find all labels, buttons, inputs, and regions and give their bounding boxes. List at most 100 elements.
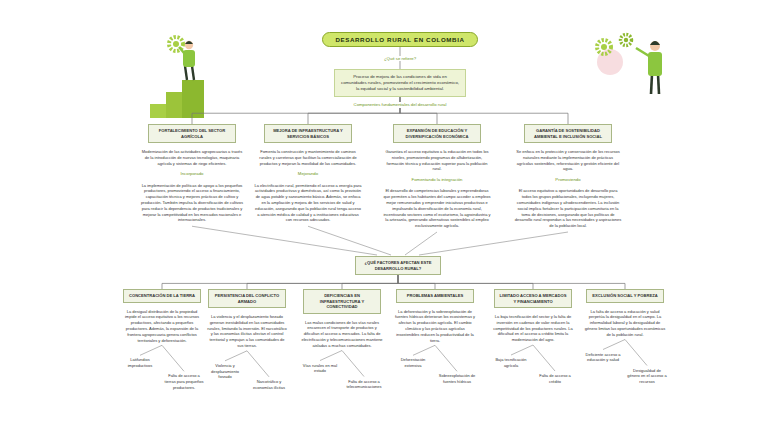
leader-line	[511, 345, 533, 355]
description-text: Fomenta la construcción y mantenimiento …	[255, 149, 361, 166]
node-text: MEJORA DE INFRAESTRUCTURA Y SERVICIOS BÁ…	[269, 128, 347, 139]
person-body	[183, 50, 195, 67]
leader-line	[140, 345, 162, 355]
node-text: FORTALECIMIENTO DEL SECTOR AGRÍCOLA	[153, 128, 231, 139]
connector	[162, 275, 398, 289]
person-leg	[192, 66, 194, 80]
leader-line	[405, 232, 437, 255]
description-text: La falta de acceso a educación y salud p…	[584, 309, 666, 338]
gear-icon	[621, 35, 632, 46]
sub-factor-text: Falta de acceso a crédito	[535, 373, 575, 385]
person-leg	[185, 66, 187, 80]
connector	[247, 275, 398, 289]
factor-box: DEFICIENCIAS EN INFRAESTRUCTURA Y CONECT…	[303, 289, 381, 314]
gear-hub	[601, 44, 607, 50]
gear-hub	[173, 41, 179, 47]
description-text: La deforestación y la sobreexplotación d…	[394, 309, 476, 344]
sub-factor-text: Falta de acceso a telecomunicaciones	[344, 379, 384, 391]
sub-factor-text: Baja tecnificación agrícola	[491, 357, 531, 369]
node-text: DESARROLLO RURAL EN COLOMBIA	[335, 36, 464, 43]
factor-box: PROBLEMAS AMBIENTALES	[396, 289, 474, 303]
node-text: ¿QUÉ FACTORES AFECTAN ESTE DESARROLLO RU…	[360, 260, 436, 271]
stair-step	[166, 92, 184, 118]
leader-line	[625, 340, 647, 366]
edge-label: ¿Qué se refiere?	[382, 56, 418, 61]
leader-line	[419, 232, 568, 255]
connector	[398, 275, 435, 289]
title-pill: DESARROLLO RURAL EN COLOMBIA	[322, 32, 477, 47]
description-text: La electrificación rural, permitiendo el…	[254, 183, 362, 224]
leader-line	[603, 340, 625, 350]
node-text: PROBLEMAS AMBIENTALES	[401, 293, 469, 299]
description-text: Las malas condiciones de las vías rurale…	[301, 320, 383, 349]
node-text: Proceso de mejora de las condiciones de …	[341, 74, 459, 92]
connector-word: Mejorando	[298, 171, 318, 177]
person-leg	[651, 74, 652, 94]
gear-icon	[597, 40, 611, 54]
sub-factor-text: Vías rurales en mal estado	[300, 363, 340, 375]
leader-lines	[140, 226, 647, 377]
description-text: El desarrollo de competencias laborales …	[383, 188, 491, 229]
sub-factor-text: Falta de acceso a tierras para pequeños …	[164, 373, 204, 390]
component-box: FORTALECIMIENTO DEL SECTOR AGRÍCOLA	[148, 124, 236, 143]
node-text: CONCENTRACIÓN DE LA TIERRA	[128, 293, 196, 299]
factor-box: LIMITADO ACCESO A MERCADOS Y FINANCIAMIE…	[494, 289, 572, 308]
stairs-figure	[150, 37, 204, 118]
description-text: El acceso equitativo a oportunidades de …	[514, 188, 622, 229]
sub-factor-text: Violencia y desplazamiento forzado	[205, 363, 245, 380]
person-arm	[636, 48, 649, 56]
connector	[342, 275, 398, 289]
person-body	[648, 52, 662, 76]
leader-line	[225, 351, 247, 361]
node-text: GARANTÍA DE SOSTENIBILIDAD AMBIENTAL E I…	[529, 128, 607, 139]
factor-box: EXCLUSIÓN SOCIAL Y POBREZA	[586, 289, 664, 303]
description-text: Modernización de las actividades agropec…	[139, 149, 245, 166]
definition-box: Proceso de mejora de las condiciones de …	[334, 69, 466, 97]
connector-word: Incorporado	[181, 171, 204, 177]
description-text: La violencia y el desplazamiento forzado…	[206, 314, 288, 349]
leader-line	[320, 351, 342, 361]
leader-line	[413, 345, 435, 355]
sub-factor-text: Narcotráfico y economías ilícitas	[249, 379, 289, 391]
connectors	[162, 47, 625, 289]
stair-step	[150, 104, 168, 118]
sub-factor-text: Sobreexplotación de fuentes hídricas	[437, 373, 477, 385]
description-text: Se enfoca en la protección y conservació…	[515, 149, 621, 172]
gears-figure	[597, 35, 662, 95]
description-text: La desigual distribución de la propiedad…	[121, 309, 203, 344]
connector-word: Fomentando la integración	[412, 177, 463, 183]
node-text: EXPANSIÓN DE EDUCACIÓN Y DIVERSIFICACIÓN…	[398, 128, 476, 139]
leader-line	[247, 351, 269, 377]
section-label: Componentes fundamentales del desarrollo…	[352, 102, 449, 108]
leader-line	[162, 345, 184, 371]
person-leg	[658, 74, 659, 94]
factor-box: PERSISTENCIA DEL CONFLICTO ARMADO	[208, 289, 286, 308]
stair-step	[182, 80, 204, 118]
description-text: La implementación de políticas de apoyo …	[138, 183, 246, 224]
person-hair	[650, 41, 660, 45]
component-box: EXPANSIÓN DE EDUCACIÓN Y DIVERSIFICACIÓN…	[393, 124, 481, 143]
sub-factor-text: Deforestación extensiva	[393, 357, 433, 369]
node-text: PERSISTENCIA DEL CONFLICTO ARMADO	[213, 293, 281, 304]
node-text: EXCLUSIÓN SOCIAL Y POBREZA	[591, 293, 659, 299]
component-box: MEJORA DE INFRAESTRUCTURA Y SERVICIOS BÁ…	[264, 124, 352, 143]
component-box: GARANTÍA DE SOSTENIBILIDAD AMBIENTAL E I…	[524, 124, 612, 143]
connector	[398, 275, 533, 289]
question-box: ¿QUÉ FACTORES AFECTAN ESTE DESARROLLO RU…	[355, 256, 441, 275]
leader-line	[308, 226, 391, 255]
description-text: La baja tecnificación del sector y la fa…	[492, 314, 574, 343]
factor-box: CONCENTRACIÓN DE LA TIERRA	[123, 289, 201, 303]
sub-factor-text: Desigualdad de género en el acceso a rec…	[627, 368, 667, 385]
connector-word: Promoviendo	[555, 177, 580, 183]
description-text: Garantiza el acceso equitativo a la educ…	[384, 149, 490, 172]
node-text: DEFICIENCIAS EN INFRAESTRUCTURA Y CONECT…	[308, 293, 376, 310]
node-text: LIMITADO ACCESO A MERCADOS Y FINANCIAMIE…	[499, 293, 567, 304]
person-arm	[179, 47, 184, 53]
leader-line	[342, 351, 364, 377]
gear-hub	[624, 38, 628, 42]
person-hair	[185, 41, 193, 44]
sub-factor-text: Latifundios improductivos	[120, 357, 160, 369]
connector	[398, 275, 625, 289]
sub-factor-text: Deficiente acceso a educación y salud	[583, 352, 623, 364]
